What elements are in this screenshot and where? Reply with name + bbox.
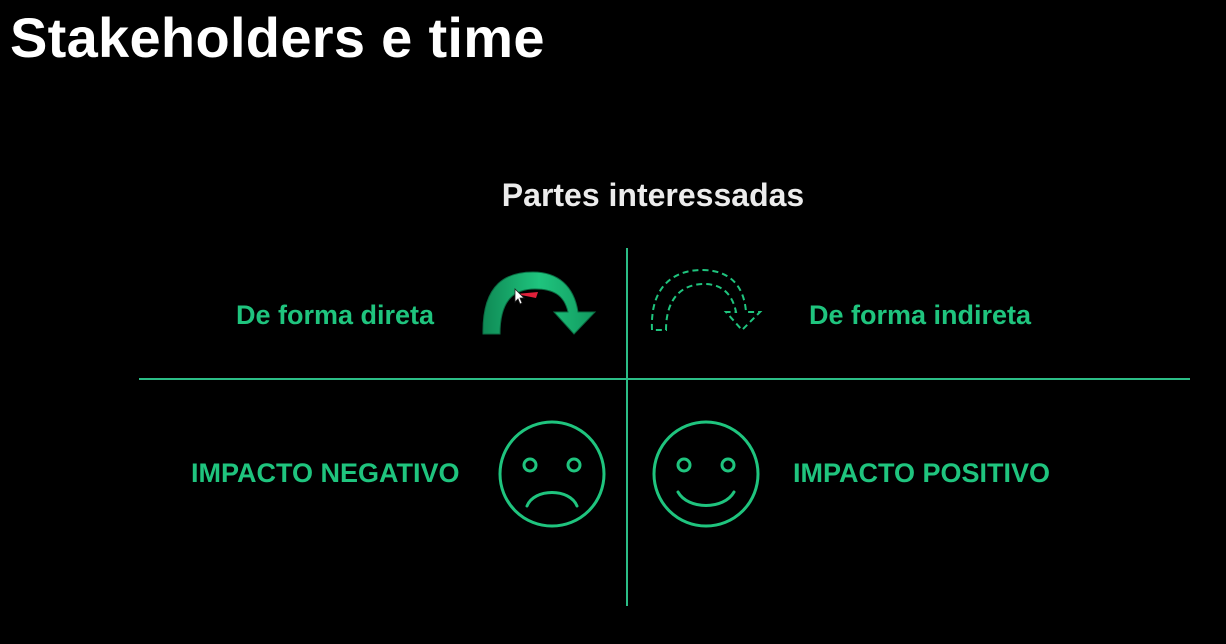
- sad-face-icon: [498, 420, 606, 528]
- label-negative-impact: IMPACTO NEGATIVO: [191, 458, 460, 488]
- laser-pointer-icon: [514, 288, 538, 305]
- vertical-divider: [626, 248, 628, 606]
- diagram-heading: Partes interessadas: [501, 177, 805, 213]
- page-title: Stakeholders e time: [10, 6, 545, 69]
- label-indirect: De forma indireta: [809, 300, 1032, 330]
- horizontal-divider: [139, 378, 1190, 380]
- label-direct: De forma direta: [236, 300, 435, 330]
- curved-arrow-solid-icon: [482, 271, 597, 335]
- label-positive-impact: IMPACTO POSITIVO: [793, 458, 1051, 488]
- happy-face-icon: [652, 420, 760, 528]
- curved-arrow-dashed-icon: [650, 268, 763, 332]
